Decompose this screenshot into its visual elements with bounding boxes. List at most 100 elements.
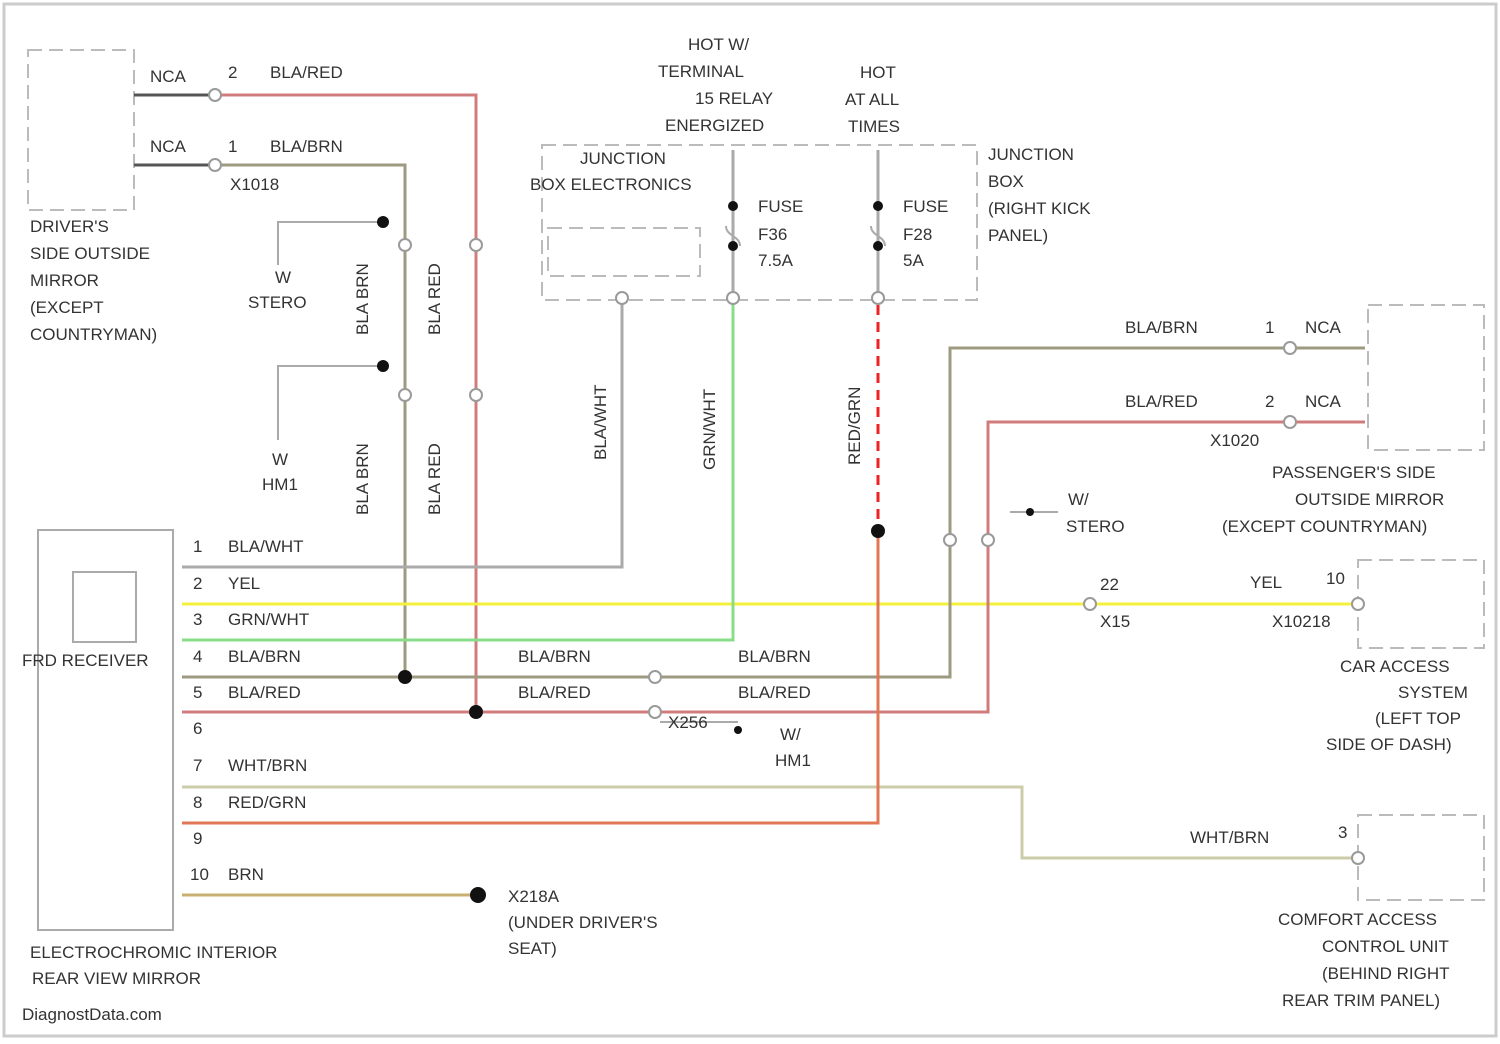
drivers-mirror-label-2: SIDE OUTSIDE bbox=[30, 244, 150, 263]
car-access-label-3: (LEFT TOP bbox=[1375, 709, 1461, 728]
mid-bla-brn-2: BLA/BRN bbox=[738, 647, 811, 666]
x218-label-2: (UNDER DRIVER'S bbox=[508, 913, 658, 932]
passengers-mirror-box bbox=[1368, 305, 1484, 450]
mirror-pin-number: 2 bbox=[193, 574, 202, 593]
drivers-mirror-label-5: COUNTRYMAN) bbox=[30, 325, 157, 344]
pass-mirror-label-2: OUTSIDE MIRROR bbox=[1295, 490, 1444, 509]
pass-mirror-label-1: PASSENGER'S SIDE bbox=[1272, 463, 1436, 482]
vert-bla-brn-b: BLA BRN bbox=[353, 443, 372, 515]
wire-label-grn-wht: GRN/WHT bbox=[700, 389, 719, 470]
pin-22-label: 22 bbox=[1100, 575, 1119, 594]
bla-red-top-label: BLA/RED bbox=[270, 63, 343, 82]
car-access-label-2: SYSTEM bbox=[1398, 683, 1468, 702]
mirror-pin-number: 9 bbox=[193, 829, 202, 848]
x1020-label: X1020 bbox=[1210, 431, 1259, 450]
x256-label: X256 bbox=[668, 713, 708, 732]
pass-pin-2: 2 bbox=[1265, 392, 1274, 411]
mirror-pin-number: 3 bbox=[193, 610, 202, 629]
mirror-pin-number: 7 bbox=[193, 756, 202, 775]
mirror-pin-number: 4 bbox=[193, 647, 202, 666]
fuse-f28-label-3: 5A bbox=[903, 251, 924, 270]
x10218-label: X10218 bbox=[1272, 612, 1331, 631]
frd-receiver-label: FRD RECEIVER bbox=[22, 651, 149, 670]
drivers-mirror-box bbox=[28, 50, 134, 210]
car-access-label-4: SIDE OF DASH) bbox=[1326, 735, 1452, 754]
comfort-access-label-1: COMFORT ACCESS bbox=[1278, 910, 1437, 929]
fuse-f28-label-2: F28 bbox=[903, 225, 932, 244]
mid-bla-red-1: BLA/RED bbox=[518, 683, 591, 702]
wire-label-bla-wht: BLA/WHT bbox=[591, 384, 610, 460]
mirror-pin-wire-label: RED/GRN bbox=[228, 793, 306, 812]
pass-nca-1: NCA bbox=[1305, 318, 1342, 337]
bla-brn-top-label: BLA/BRN bbox=[270, 137, 343, 156]
mirror-pin-wire-label: BLA/WHT bbox=[228, 537, 304, 556]
pin-2-top: 2 bbox=[228, 63, 237, 82]
pin-1-top: 1 bbox=[228, 137, 237, 156]
pass-nca-2: NCA bbox=[1305, 392, 1342, 411]
hot-all-times-2: AT ALL bbox=[845, 90, 899, 109]
x15-label: X15 bbox=[1100, 612, 1130, 631]
mid-bla-red-2: BLA/RED bbox=[738, 683, 811, 702]
mid-bla-brn-1: BLA/BRN bbox=[518, 647, 591, 666]
w-stero-right-1: W/ bbox=[1068, 490, 1089, 509]
junction-box-label-2: BOX bbox=[988, 172, 1024, 191]
x1018-label: X1018 bbox=[230, 175, 279, 194]
vert-bla-brn-a: BLA BRN bbox=[353, 263, 372, 335]
wire-bla-wht bbox=[182, 300, 622, 567]
junction-box-label-1: JUNCTION bbox=[988, 145, 1074, 164]
mirror-pin-wire-label: GRN/WHT bbox=[228, 610, 309, 629]
hot-terminal-1: HOT W/ bbox=[688, 35, 749, 54]
pass-bla-red: BLA/RED bbox=[1125, 392, 1198, 411]
comfort-access-label-2: CONTROL UNIT bbox=[1322, 937, 1449, 956]
w-hm1-mid-1: W/ bbox=[780, 725, 801, 744]
mirror-pin-number: 6 bbox=[193, 719, 202, 738]
pass-bla-brn: BLA/BRN bbox=[1125, 318, 1198, 337]
pin-3-right-label: 3 bbox=[1338, 823, 1347, 842]
pin-10-label: 10 bbox=[1326, 569, 1345, 588]
car-access-label-1: CAR ACCESS bbox=[1340, 657, 1450, 676]
car-access-box bbox=[1358, 560, 1484, 648]
wire-bla-brn-driver bbox=[220, 165, 405, 677]
mirror-pin-number: 8 bbox=[193, 793, 202, 812]
w-hm1-left-2: HM1 bbox=[262, 475, 298, 494]
mirror-pin-wire-label: BLA/RED bbox=[228, 683, 301, 702]
junction-box-label-4: PANEL) bbox=[988, 226, 1048, 245]
hot-all-times-3: TIMES bbox=[848, 117, 900, 136]
w-hm1-mid-2: HM1 bbox=[775, 751, 811, 770]
hot-terminal-2: TERMINAL bbox=[658, 62, 744, 81]
frd-receiver-box bbox=[73, 572, 136, 642]
mirror-box bbox=[38, 530, 173, 930]
mirror-title-2: REAR VIEW MIRROR bbox=[32, 969, 201, 988]
hot-all-times-1: HOT bbox=[860, 63, 896, 82]
fuse-f36-label-1: FUSE bbox=[758, 197, 803, 216]
leader-w-stero-left bbox=[278, 222, 378, 265]
leader-w-hm1-left bbox=[278, 366, 378, 440]
hot-terminal-3: 15 RELAY bbox=[695, 89, 773, 108]
mirror-pin-number: 5 bbox=[193, 683, 202, 702]
mirror-pin-number: 10 bbox=[190, 865, 209, 884]
mirror-pin-wire-label: YEL bbox=[228, 574, 260, 593]
watermark: DiagnostData.com bbox=[22, 1005, 162, 1024]
drivers-mirror-label-4: (EXCEPT bbox=[30, 298, 104, 317]
drivers-mirror-label-3: MIRROR bbox=[30, 271, 99, 290]
junction-box-outline bbox=[542, 145, 977, 300]
comfort-access-label-3: (BEHIND RIGHT bbox=[1322, 964, 1450, 983]
jbe-label-1: JUNCTION bbox=[580, 149, 666, 168]
wht-brn-right-label: WHT/BRN bbox=[1190, 828, 1269, 847]
wire-grn-wht bbox=[182, 300, 733, 640]
x218-label-1: X218A bbox=[508, 887, 560, 906]
hot-terminal-4: ENERGIZED bbox=[665, 116, 764, 135]
nca-label-bottom: NCA bbox=[150, 137, 187, 156]
w-stero-left-2: STERO bbox=[248, 293, 307, 312]
jbe-inner-box bbox=[548, 228, 700, 276]
pass-mirror-label-3: (EXCEPT COUNTRYMAN) bbox=[1222, 517, 1427, 536]
w-stero-right-2: STERO bbox=[1066, 517, 1125, 536]
vert-bla-red-b: BLA RED bbox=[425, 443, 444, 515]
mirror-pin-wire-label: BLA/BRN bbox=[228, 647, 301, 666]
vert-bla-red-a: BLA RED bbox=[425, 263, 444, 335]
x218-label-3: SEAT) bbox=[508, 939, 557, 958]
mirror-pin-wire-label: BRN bbox=[228, 865, 264, 884]
fuse-f36-label-2: F36 bbox=[758, 225, 787, 244]
